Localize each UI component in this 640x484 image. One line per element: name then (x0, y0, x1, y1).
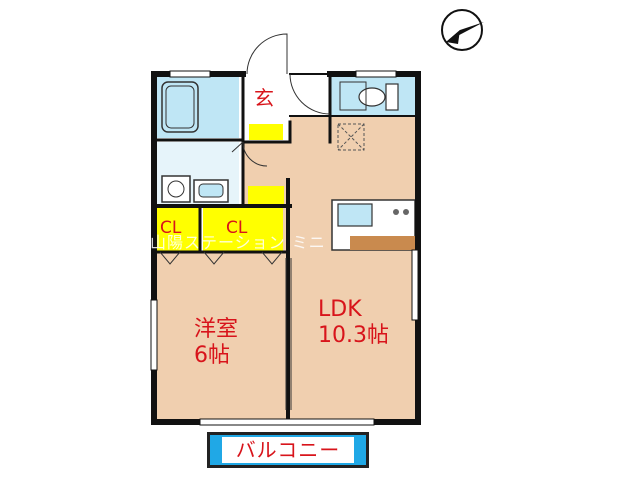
entrance-label: 玄 (254, 86, 274, 110)
western-room-floor (157, 252, 287, 420)
entrance-floor (247, 83, 290, 123)
hall-closet (248, 186, 284, 206)
sink-icon (193, 179, 229, 203)
closet-right-area (203, 208, 283, 252)
ldk-size: 10.3帖 (318, 323, 389, 348)
ldk-name: LDK (318, 297, 362, 322)
closet-left-label: CL (160, 218, 182, 238)
kitchen-counter-front (350, 236, 415, 250)
bathtub-icon (161, 81, 199, 133)
closet-right-label: CL (226, 218, 248, 238)
closet-left-area (157, 208, 199, 252)
ldk-floor (290, 116, 416, 421)
washing-machine-icon (161, 175, 191, 203)
ceiling-hatch (337, 123, 365, 151)
windows (150, 70, 419, 426)
balcony: バルコニー (207, 432, 369, 468)
balcony-label: バルコニー (222, 437, 354, 463)
shoe-cabinet (249, 124, 283, 140)
kitchen-sink-icon (337, 203, 373, 227)
western-room-size: 6帖 (194, 343, 230, 368)
western-room-name: 洋室 (194, 317, 239, 342)
north-arrow-icon (441, 9, 484, 51)
stove-icon (393, 209, 409, 215)
watermark: 山陽ステーション ミニ (150, 233, 326, 252)
toilet-icon (339, 81, 399, 111)
doors (159, 33, 331, 410)
